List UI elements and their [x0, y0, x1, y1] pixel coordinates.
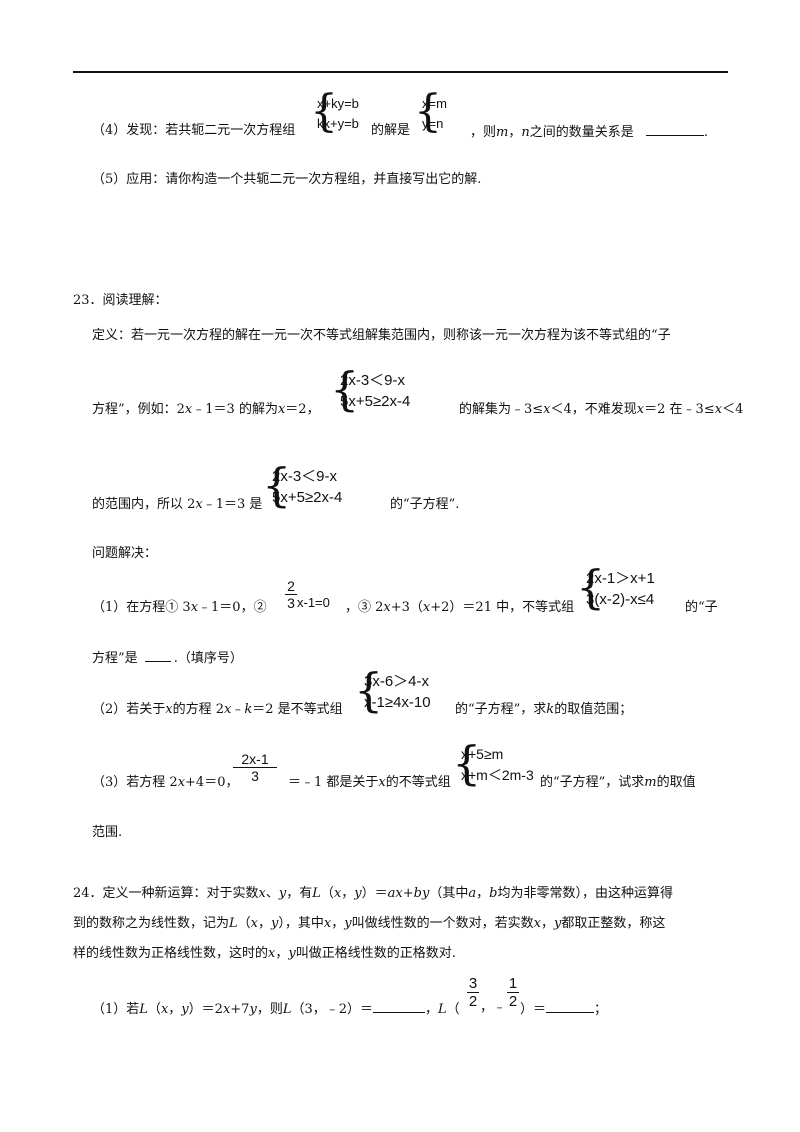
q24-part1: （1）若L（x，y）＝2x+7y，则L（3，﹣2）＝，L（: [92, 1000, 460, 1017]
fraction: 1 2: [507, 975, 519, 1010]
q23-heading: 23．阅读理解：: [73, 293, 168, 308]
brace-icon: {: [576, 560, 606, 614]
brace-icon: {: [310, 86, 338, 137]
q23-definition: 定义：若一元一次方程的解在一元一次不等式组解集范围内，则称该一元一次方程为该不等…: [92, 328, 671, 343]
answer-blank[interactable]: [144, 649, 171, 662]
answer-blank[interactable]: [373, 1000, 426, 1013]
q23-example-system: { 2x-3＜9-x 5x+5≥2x-4: [330, 362, 411, 416]
header-rule: [73, 71, 728, 73]
q23-p2-system: { 3x-6＞4-x x-1≥4x-10: [354, 663, 431, 717]
brace-icon: {: [354, 663, 384, 717]
q23-p3-system: { x+5≥m x+m＜2m-3: [452, 736, 534, 790]
brace-icon: {: [452, 736, 482, 790]
brace-icon: {: [330, 362, 360, 416]
brace-icon: {: [262, 458, 292, 512]
q22-part5: （5）应用：请你构造一个共轭二元一次方程组，并直接写出它的解.: [92, 172, 482, 187]
q22-part4-line: （4）发现：若共轭二元一次方程组: [92, 123, 296, 138]
q24-line1: 24．定义一种新运算：对于实数x、y，有L（x，y）＝ax+by（其中a，b均为…: [73, 886, 673, 901]
problem-heading: 问题解决：: [92, 546, 158, 561]
answer-blank[interactable]: [645, 123, 704, 136]
fraction: 2 3: [285, 578, 297, 611]
q23-p1-system: { 2x-1＞x+1 3(x-2)-x≤4: [576, 560, 655, 614]
q24-line2: 到的数称之为线性数，记为L（x，y），其中x，y叫做线性数的一个数对，若实数x，…: [73, 916, 666, 931]
brace-icon: {: [414, 86, 442, 137]
q24-line3: 样的线性数为正格线性数，这时的x，y叫做正格线性数的正格数对.: [73, 946, 456, 961]
fraction: 3 2: [467, 975, 479, 1010]
fraction: 2x-1 3: [233, 751, 277, 784]
q22-system: { x+ky=b kx+y=b: [310, 86, 359, 137]
answer-blank[interactable]: [546, 1000, 595, 1013]
q22-solution: { x=m y=n: [414, 86, 447, 137]
q23-example-system-2: { 2x-3＜9-x 5x+5≥2x-4: [262, 458, 343, 512]
